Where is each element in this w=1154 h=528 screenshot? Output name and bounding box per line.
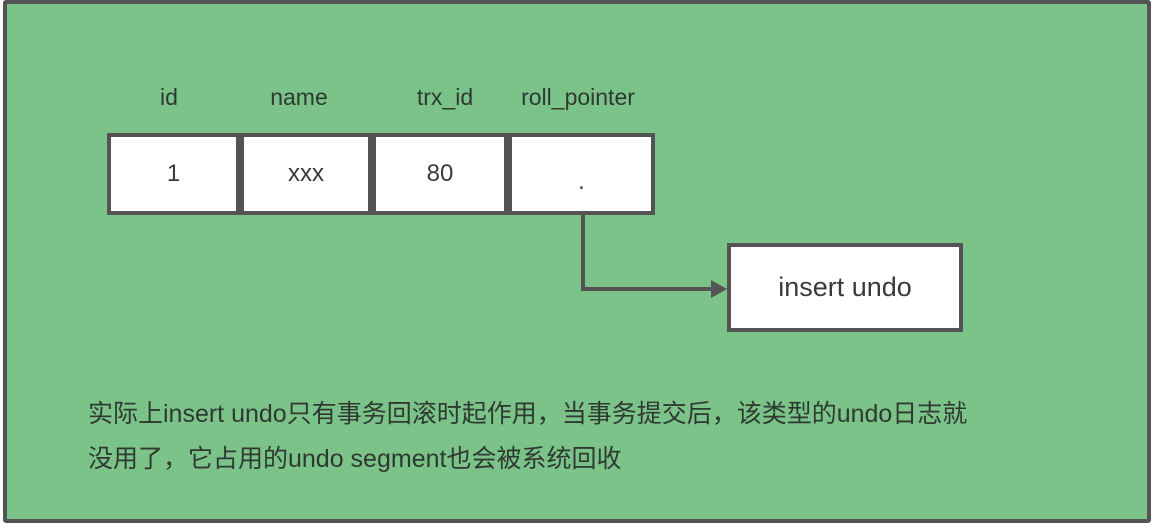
cell-trx-id-value: 80 [426, 160, 454, 187]
insert-undo-label: insert undo [778, 272, 912, 302]
cell-name: xxx [240, 133, 372, 215]
cell-id-value: 1 [166, 160, 181, 187]
cell-roll-pointer-value: . [578, 168, 585, 195]
column-header-roll-pointer: roll_pointer [521, 84, 635, 110]
cell-roll-pointer: . [508, 133, 655, 215]
insert-undo-box: insert undo [727, 243, 963, 332]
note-text: 实际上insert undo只有事务回滚时起作用，当事务提交后，该类型的undo… [88, 392, 1098, 482]
cell-trx-id: 80 [372, 133, 508, 215]
cell-id: 1 [107, 133, 240, 215]
record-row: 1 xxx 80 . [107, 133, 655, 215]
column-header-trx-id: trx_id [416, 84, 474, 110]
cell-name-value: xxx [288, 160, 324, 187]
column-header-id: id [160, 84, 178, 110]
note-line-1: 实际上insert undo只有事务回滚时起作用，当事务提交后，该类型的undo… [88, 400, 968, 428]
note-line-2: 没用了，它占用的undo segment也会被系统回收 [88, 445, 622, 473]
column-header-name: name [270, 84, 328, 110]
